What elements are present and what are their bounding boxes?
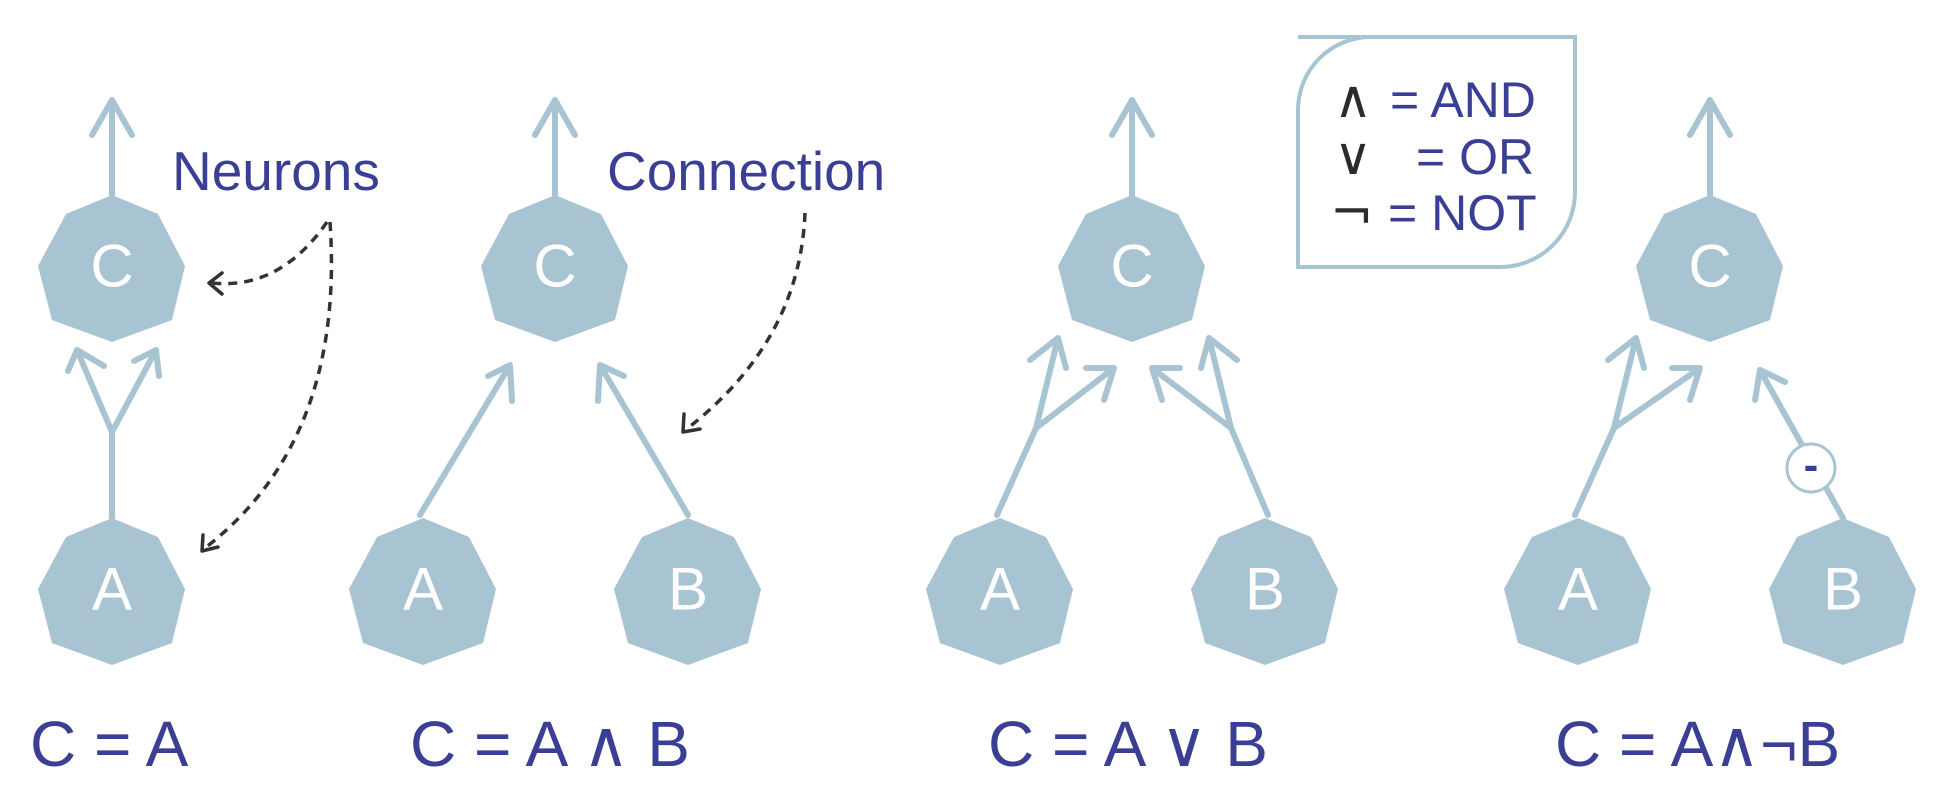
connection-b-to-c [595, 362, 691, 518]
neuron-label: B [1245, 556, 1285, 623]
connection-callout: Connection [607, 140, 885, 202]
connection-a-to-c [65, 347, 162, 521]
neuron-b [1191, 518, 1338, 665]
or-definition: = OR [1416, 129, 1534, 185]
neurons-callout: Neurons [172, 140, 380, 202]
callout-arrowhead [681, 412, 702, 434]
inhibitory-connection-b-to-c [1752, 367, 1846, 521]
panel-identity: C A [38, 97, 185, 665]
neuron-label: B [1823, 556, 1863, 623]
output-connection [1109, 97, 1155, 198]
callout-arrowhead [207, 271, 224, 296]
neuron-b [614, 518, 761, 665]
panel-or: C A B [926, 97, 1338, 665]
callout-arrowhead [200, 533, 220, 553]
output-connection [1687, 97, 1733, 198]
and-definition: = AND [1390, 72, 1536, 128]
inhibitory-sign: - [1804, 441, 1819, 490]
neuron-label: C [1688, 233, 1731, 300]
neuron-b [1769, 518, 1916, 665]
neuron-label: B [668, 556, 708, 623]
neuron-label: A [403, 556, 443, 623]
callout-arrow [211, 221, 329, 286]
not-definition: = NOT [1388, 185, 1537, 241]
neuron-a [1504, 518, 1651, 665]
formula-and-not: C = A∧¬B [1555, 708, 1840, 780]
neuron-label: A [92, 556, 132, 623]
panel-and-not: C - A B [1504, 97, 1916, 665]
legend-box [1296, 35, 1577, 269]
formula-identity: C = A [30, 708, 189, 780]
neuron-c [38, 195, 185, 342]
output-connection [532, 97, 578, 198]
neuron-a [349, 518, 496, 665]
panel-and: C A B [349, 97, 761, 665]
connection-b-to-c [1149, 335, 1271, 518]
formula-and: C = A ∧ B [410, 708, 690, 780]
neuron-a [926, 518, 1073, 665]
callout-arrow [686, 212, 807, 430]
connection-a-to-c [994, 335, 1117, 518]
neuron-a [38, 518, 185, 665]
or-symbol: ∨ [1334, 127, 1372, 187]
neuron-label: A [1558, 556, 1598, 623]
neuron-label: C [1110, 233, 1153, 300]
neuron-c [481, 195, 628, 342]
connection-a-to-c [1572, 335, 1703, 518]
formula-or: C = A ∨ B [988, 708, 1268, 780]
and-symbol: ∧ [1334, 70, 1372, 130]
neuron-c [1058, 195, 1205, 342]
not-symbol: ¬ [1330, 183, 1374, 243]
neuron-label: C [90, 233, 133, 300]
neuron-label: A [980, 556, 1020, 623]
output-connection [89, 97, 135, 198]
neuron-c [1636, 195, 1783, 342]
callout-arrow [203, 221, 334, 550]
connection-a-to-c [417, 362, 515, 518]
inhibitory-marker [1785, 442, 1837, 494]
legend: ∧ = AND ∨ = OR ¬ = NOT [1296, 35, 1577, 269]
neuron-label: C [533, 233, 576, 300]
